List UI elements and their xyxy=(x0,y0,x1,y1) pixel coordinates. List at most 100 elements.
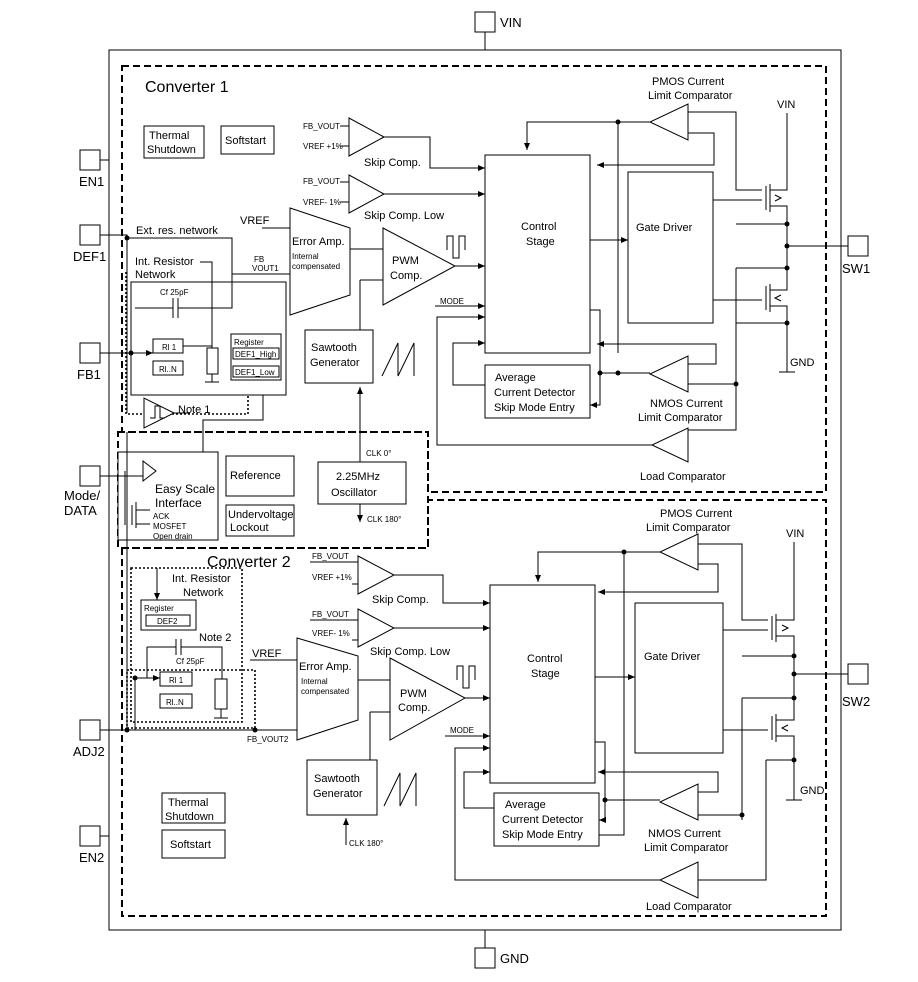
pin-def1[interactable]: DEF1 xyxy=(73,224,109,264)
nmos-switch-1: GND xyxy=(713,246,815,373)
svg-text:2.25MHz: 2.25MHz xyxy=(336,471,380,483)
svg-text:FB: FB xyxy=(254,255,264,264)
svg-text:Softstart: Softstart xyxy=(170,839,211,851)
svg-text:FB1: FB1 xyxy=(77,367,101,382)
pmos-switch-2: VIN xyxy=(723,528,804,674)
svg-text:DEF1_High: DEF1_High xyxy=(235,350,276,359)
svg-text:PMOS Current: PMOS Current xyxy=(652,76,724,88)
pin-en1[interactable]: EN1 xyxy=(79,149,109,189)
svg-text:Internal: Internal xyxy=(301,677,328,686)
svg-text:PMOS Current: PMOS Current xyxy=(660,508,732,520)
svg-text:Easy Scale: Easy Scale xyxy=(155,482,215,496)
svg-text:Current Detector: Current Detector xyxy=(502,814,584,826)
nmos-limit-comparator-1: NMOS Current Limit Comparator xyxy=(638,355,723,424)
svg-text:Limit Comparator: Limit Comparator xyxy=(638,412,723,424)
load-comparator-1: Load Comparator xyxy=(640,427,726,483)
svg-text:Rl..N: Rl..N xyxy=(159,365,177,374)
svg-text:MODE: MODE xyxy=(450,726,474,735)
svg-text:Skip Comp. Low: Skip Comp. Low xyxy=(364,210,444,222)
svg-text:Open drain: Open drain xyxy=(153,532,193,541)
svg-text:Interface: Interface xyxy=(155,496,202,510)
svg-text:Undervoltage: Undervoltage xyxy=(228,509,293,521)
svg-text:MOSFET: MOSFET xyxy=(153,522,186,531)
gate-driver-2: Gate Driver xyxy=(634,602,724,754)
svg-text:Skip Mode Entry: Skip Mode Entry xyxy=(502,829,583,841)
svg-text:ACK: ACK xyxy=(153,512,170,521)
svg-text:VREF: VREF xyxy=(252,648,282,660)
svg-text:FB_VOUT: FB_VOUT xyxy=(303,177,340,186)
svg-text:Limit Comparator: Limit Comparator xyxy=(648,90,733,102)
svg-text:Skip Mode Entry: Skip Mode Entry xyxy=(494,402,575,414)
svg-text:VIN: VIN xyxy=(786,528,804,540)
svg-text:ADJ2: ADJ2 xyxy=(73,744,105,759)
svg-text:SW1: SW1 xyxy=(842,261,870,276)
svg-text:Internal: Internal xyxy=(292,252,319,261)
svg-text:Control: Control xyxy=(521,221,556,233)
svg-text:CLK 180°: CLK 180° xyxy=(349,839,383,848)
svg-text:FB_VOUT: FB_VOUT xyxy=(312,610,349,619)
svg-text:DEF2: DEF2 xyxy=(157,617,178,626)
pmos-limit-comparator-2: PMOS Current Limit Comparator xyxy=(646,508,732,571)
converter1-title: Converter 1 xyxy=(145,79,229,96)
pin-sw1[interactable]: SW1 xyxy=(841,235,870,276)
pin-vin[interactable]: VIN xyxy=(474,11,522,50)
svg-text:Comp.: Comp. xyxy=(390,270,422,282)
svg-text:Stage: Stage xyxy=(526,236,555,248)
note1-boundary xyxy=(125,272,249,415)
skip-comparator-low-2: FB_VOUT VREF- 1% Skip Comp. Low xyxy=(310,608,490,658)
reference-block: Reference xyxy=(225,455,295,497)
ext-res-network-label: Ext. res. network xyxy=(136,225,218,237)
pin-adj2[interactable]: ADJ2 xyxy=(73,719,109,759)
converter2-title: Converter 2 xyxy=(207,554,291,571)
pin-en2[interactable]: EN2 xyxy=(79,825,109,865)
pin-gnd[interactable]: GND xyxy=(474,930,529,969)
svg-text:Shutdown: Shutdown xyxy=(147,144,196,156)
nmos-switch-2: GND xyxy=(723,674,825,801)
svg-text:DEF1_Low: DEF1_Low xyxy=(235,368,275,377)
svg-text:GND: GND xyxy=(800,785,825,797)
ic-outline xyxy=(108,49,842,931)
svg-text:DATA: DATA xyxy=(64,503,97,518)
svg-text:VREF +1%: VREF +1% xyxy=(312,573,352,582)
svg-text:Register: Register xyxy=(144,604,174,613)
svg-text:EN1: EN1 xyxy=(79,174,104,189)
svg-text:GND: GND xyxy=(500,951,529,966)
svg-text:Sawtooth: Sawtooth xyxy=(314,773,360,785)
skip-comparator-2: FB_VOUT VREF +1% Skip Comp. xyxy=(310,552,490,606)
svg-text:Rl 1: Rl 1 xyxy=(162,343,177,352)
svg-text:CLK 180°: CLK 180° xyxy=(367,515,401,524)
svg-text:Rl 1: Rl 1 xyxy=(169,676,184,685)
svg-text:Note 2: Note 2 xyxy=(199,632,231,644)
svg-text:Rl..N: Rl..N xyxy=(166,698,184,707)
sawtooth-generator-1: Sawtooth Generator xyxy=(304,329,374,384)
svg-text:PWM: PWM xyxy=(400,688,427,700)
pin-mode-data[interactable]: Mode/ DATA xyxy=(64,465,109,518)
easy-scale-interface: Easy Scale Interface ACK MOSFET Open dra… xyxy=(109,451,219,541)
svg-text:Generator: Generator xyxy=(313,788,363,800)
svg-text:Skip Comp.: Skip Comp. xyxy=(364,157,421,169)
avg-current-detector-1: Average Current Detector Skip Mode Entry xyxy=(484,364,591,419)
skip-comparator-low-1: FB_VOUT VREF- 1% Skip Comp. Low xyxy=(303,174,485,222)
oscillator: 2.25MHz Oscillator CLK 0° CLK 180° xyxy=(317,449,407,524)
svg-text:Limit Comparator: Limit Comparator xyxy=(644,842,729,854)
pin-fb1[interactable]: FB1 xyxy=(77,342,109,382)
svg-text:Sawtooth: Sawtooth xyxy=(311,342,357,354)
sawtooth-generator-2: Sawtooth Generator xyxy=(306,759,378,816)
svg-text:SW2: SW2 xyxy=(842,694,870,709)
undervoltage-lockout: Undervoltage Lockout xyxy=(225,504,295,537)
svg-text:PWM: PWM xyxy=(392,255,419,267)
svg-text:Cf 25pF: Cf 25pF xyxy=(160,288,189,297)
pin-sw2[interactable]: SW2 xyxy=(841,663,870,709)
svg-text:DEF1: DEF1 xyxy=(73,249,106,264)
thermal-shutdown-2: Thermal Shutdown xyxy=(161,792,226,824)
int-resistor-network-1: Int. Resistor Network Cf 25pF Rl 1 Rl..N… xyxy=(130,238,287,396)
nmos-limit-comparator-2: NMOS Current Limit Comparator xyxy=(644,783,729,854)
svg-text:Cf 25pF: Cf 25pF xyxy=(176,657,205,666)
softstart-1: Softstart xyxy=(220,125,275,155)
svg-text:NMOS Current: NMOS Current xyxy=(648,828,721,840)
svg-text:Skip Comp.: Skip Comp. xyxy=(372,594,429,606)
pmos-switch-1: VIN xyxy=(713,99,795,246)
svg-text:NMOS Current: NMOS Current xyxy=(650,398,723,410)
svg-text:MODE: MODE xyxy=(440,297,464,306)
